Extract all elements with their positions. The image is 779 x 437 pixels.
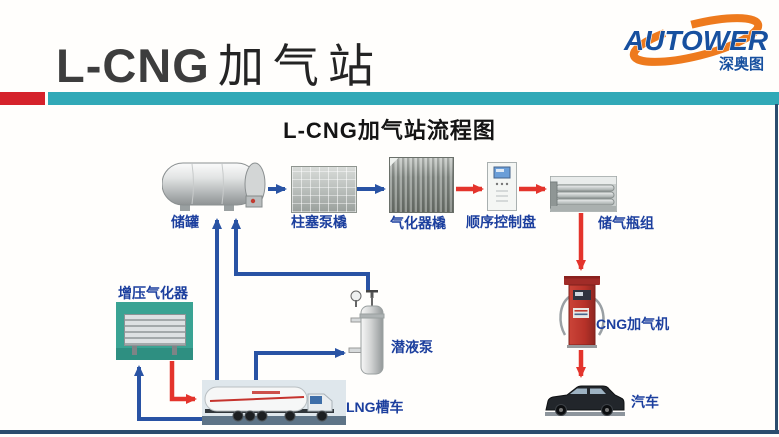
company-logo: AUTOWER 深奥图	[622, 14, 770, 73]
label-cng-dispenser: CNG加气机	[596, 316, 670, 332]
pvap-leg	[172, 344, 177, 355]
label-sequence-control-panel: 顺序控制盘	[466, 214, 536, 230]
lng-tanker-graphic	[202, 380, 346, 425]
divider-red-accent	[0, 92, 45, 105]
gas-cylinder-group-graphic	[550, 176, 617, 212]
label-storage-tank: 储罐	[171, 214, 199, 230]
flow-tanker-to-pump	[254, 348, 346, 380]
logo-brand-cn-text: 深奥图	[719, 55, 764, 73]
label-vaporizer-skid: 气化器橇	[390, 215, 446, 231]
logo-brand-text: AUTOWER	[623, 25, 769, 56]
label-lng-tanker: LNG槽车	[346, 399, 404, 415]
label-gas-cylinder-group: 储气瓶组	[598, 215, 654, 231]
pvap-ground	[116, 348, 193, 360]
flow-tanker-to-pvap	[134, 365, 203, 421]
car-graphic	[545, 385, 625, 416]
label-submersible-pump: 潜液泵	[391, 339, 433, 355]
plunger-pump-skid-graphic	[291, 166, 357, 213]
page-title-en: L-CNG	[56, 39, 210, 92]
submersible-pump-graphic	[348, 290, 385, 375]
storage-tank-graphic	[162, 162, 266, 211]
slide-bottom-border	[0, 430, 779, 434]
sequence-control-panel-graphic	[487, 162, 517, 211]
pressurizing-vaporizer-graphic	[116, 302, 193, 360]
flow-pump-to-tank	[231, 218, 370, 291]
diagram-title: L-CNG加气站流程图	[283, 118, 496, 143]
page-title-cn: 加气站	[217, 39, 383, 93]
pvap-fins	[124, 314, 186, 346]
cng-dispenser-graphic	[559, 276, 605, 348]
flow-pvap-to-tanker	[169, 361, 197, 404]
label-plunger-pump-skid: 柱塞泵橇	[291, 214, 347, 230]
label-pressurizing-vaporizer: 增压气化器	[118, 285, 188, 301]
label-car: 汽车	[631, 394, 659, 410]
pvap-leg	[132, 344, 137, 355]
divider-teal-bar	[48, 92, 779, 105]
vaporizer-skid-graphic	[389, 157, 454, 213]
slide-right-border	[775, 104, 778, 433]
logo-swoosh-icon	[629, 14, 763, 66]
